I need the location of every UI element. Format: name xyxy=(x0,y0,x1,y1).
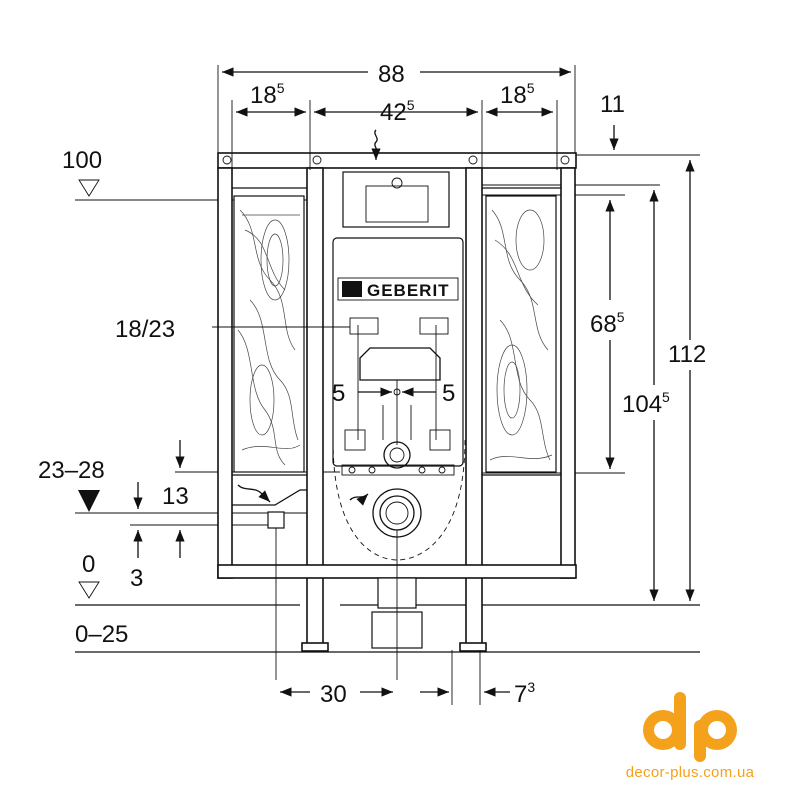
dim-center-left: 5 xyxy=(332,380,345,407)
bottom-dimensions xyxy=(280,650,510,705)
level-0-25: 0–25 xyxy=(75,621,128,648)
right-insulation-panel xyxy=(485,195,557,473)
right-dimensions xyxy=(605,160,695,601)
dim-right-104: 1045 xyxy=(622,389,670,418)
top-dimensions xyxy=(217,65,619,170)
dim-center-right: 5 xyxy=(442,380,455,407)
dim-top-total: 88 xyxy=(378,61,405,88)
cistern-unit xyxy=(332,171,466,680)
left-level-markers xyxy=(78,179,185,599)
dp-logo-icon xyxy=(643,692,737,762)
dim-spacing-18-23: 18/23 xyxy=(115,316,175,343)
dim-top-left: 185 xyxy=(250,80,285,109)
plate-brand: GEBERIT xyxy=(367,281,450,300)
dim-top-right: 185 xyxy=(500,80,535,109)
level-0: 0 xyxy=(82,551,95,578)
mounting-frame xyxy=(217,152,577,652)
supply-connection xyxy=(232,129,381,680)
left-insulation-panel xyxy=(233,195,305,473)
dim-right-68: 685 xyxy=(590,309,625,338)
center-dimensions xyxy=(212,325,437,445)
level-23-28: 23–28 xyxy=(38,457,105,484)
dim-top-offset: 11 xyxy=(600,91,625,118)
logo-url: decor-plus.com.ua xyxy=(625,764,755,781)
level-100: 100 xyxy=(62,147,102,174)
dim-bottom-30: 30 xyxy=(320,681,347,708)
dim-bottom-7: 73 xyxy=(514,679,535,708)
dim-top-middle: 425 xyxy=(380,97,415,126)
dim-right-112: 112 xyxy=(668,341,706,368)
decor-plus-logo[interactable]: decor-plus.com.ua xyxy=(590,688,790,798)
dim-level-3: 3 xyxy=(130,565,143,592)
dim-level-13: 13 xyxy=(162,483,189,510)
